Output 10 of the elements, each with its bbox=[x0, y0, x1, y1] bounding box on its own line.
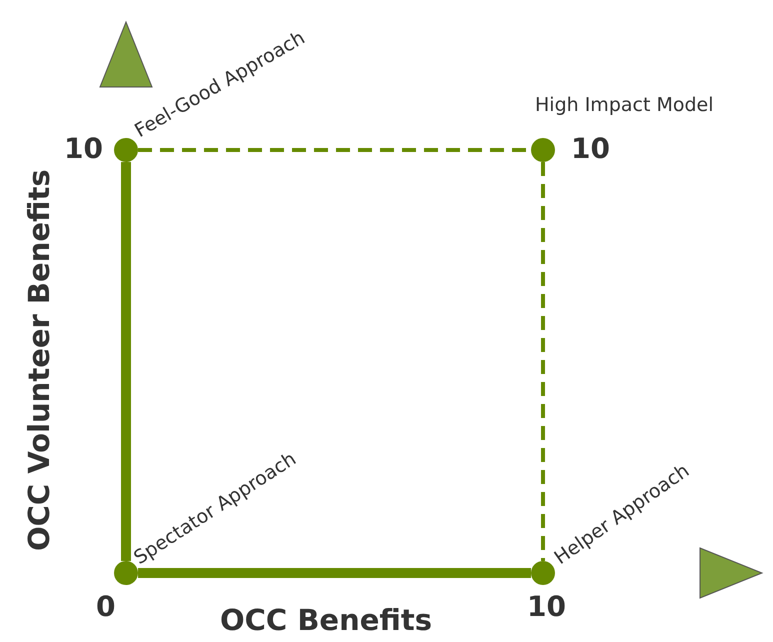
solid-line bbox=[121, 162, 131, 561]
dashed-line bbox=[541, 162, 545, 561]
tick-label: 10 bbox=[64, 132, 103, 165]
axis-title: OCC Benefits bbox=[220, 603, 432, 637]
tick-label: 0 bbox=[96, 590, 116, 623]
tick-label: 10 bbox=[571, 132, 610, 165]
solid-line bbox=[138, 568, 531, 578]
point-label: High Impact Model bbox=[535, 94, 714, 116]
tick-label: 10 bbox=[527, 590, 566, 623]
axis-title: OCC Volunteer Benefits bbox=[22, 169, 56, 551]
